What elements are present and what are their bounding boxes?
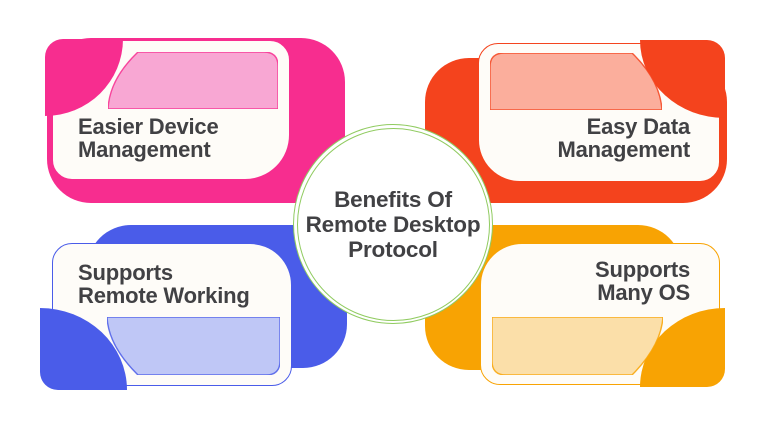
card-tint-shape xyxy=(107,317,280,375)
card-easier-device-management: Easier Device Management xyxy=(45,37,347,204)
card-tint-shape xyxy=(490,53,662,110)
card-tint-shape xyxy=(492,317,663,375)
card-label: Supports Remote Working xyxy=(78,260,250,308)
card-label: Supports Many OS xyxy=(595,257,690,305)
card-tint-shape xyxy=(108,52,278,109)
center-title: Benefits Of Remote Desktop Protocol xyxy=(305,186,481,262)
center-circle: Benefits Of Remote Desktop Protocol xyxy=(293,124,493,324)
card-label: Easier Device Management xyxy=(78,114,219,162)
card-supports-many-os: Supports Many OS xyxy=(423,225,727,390)
card-label: Easy Data Management xyxy=(557,114,691,162)
